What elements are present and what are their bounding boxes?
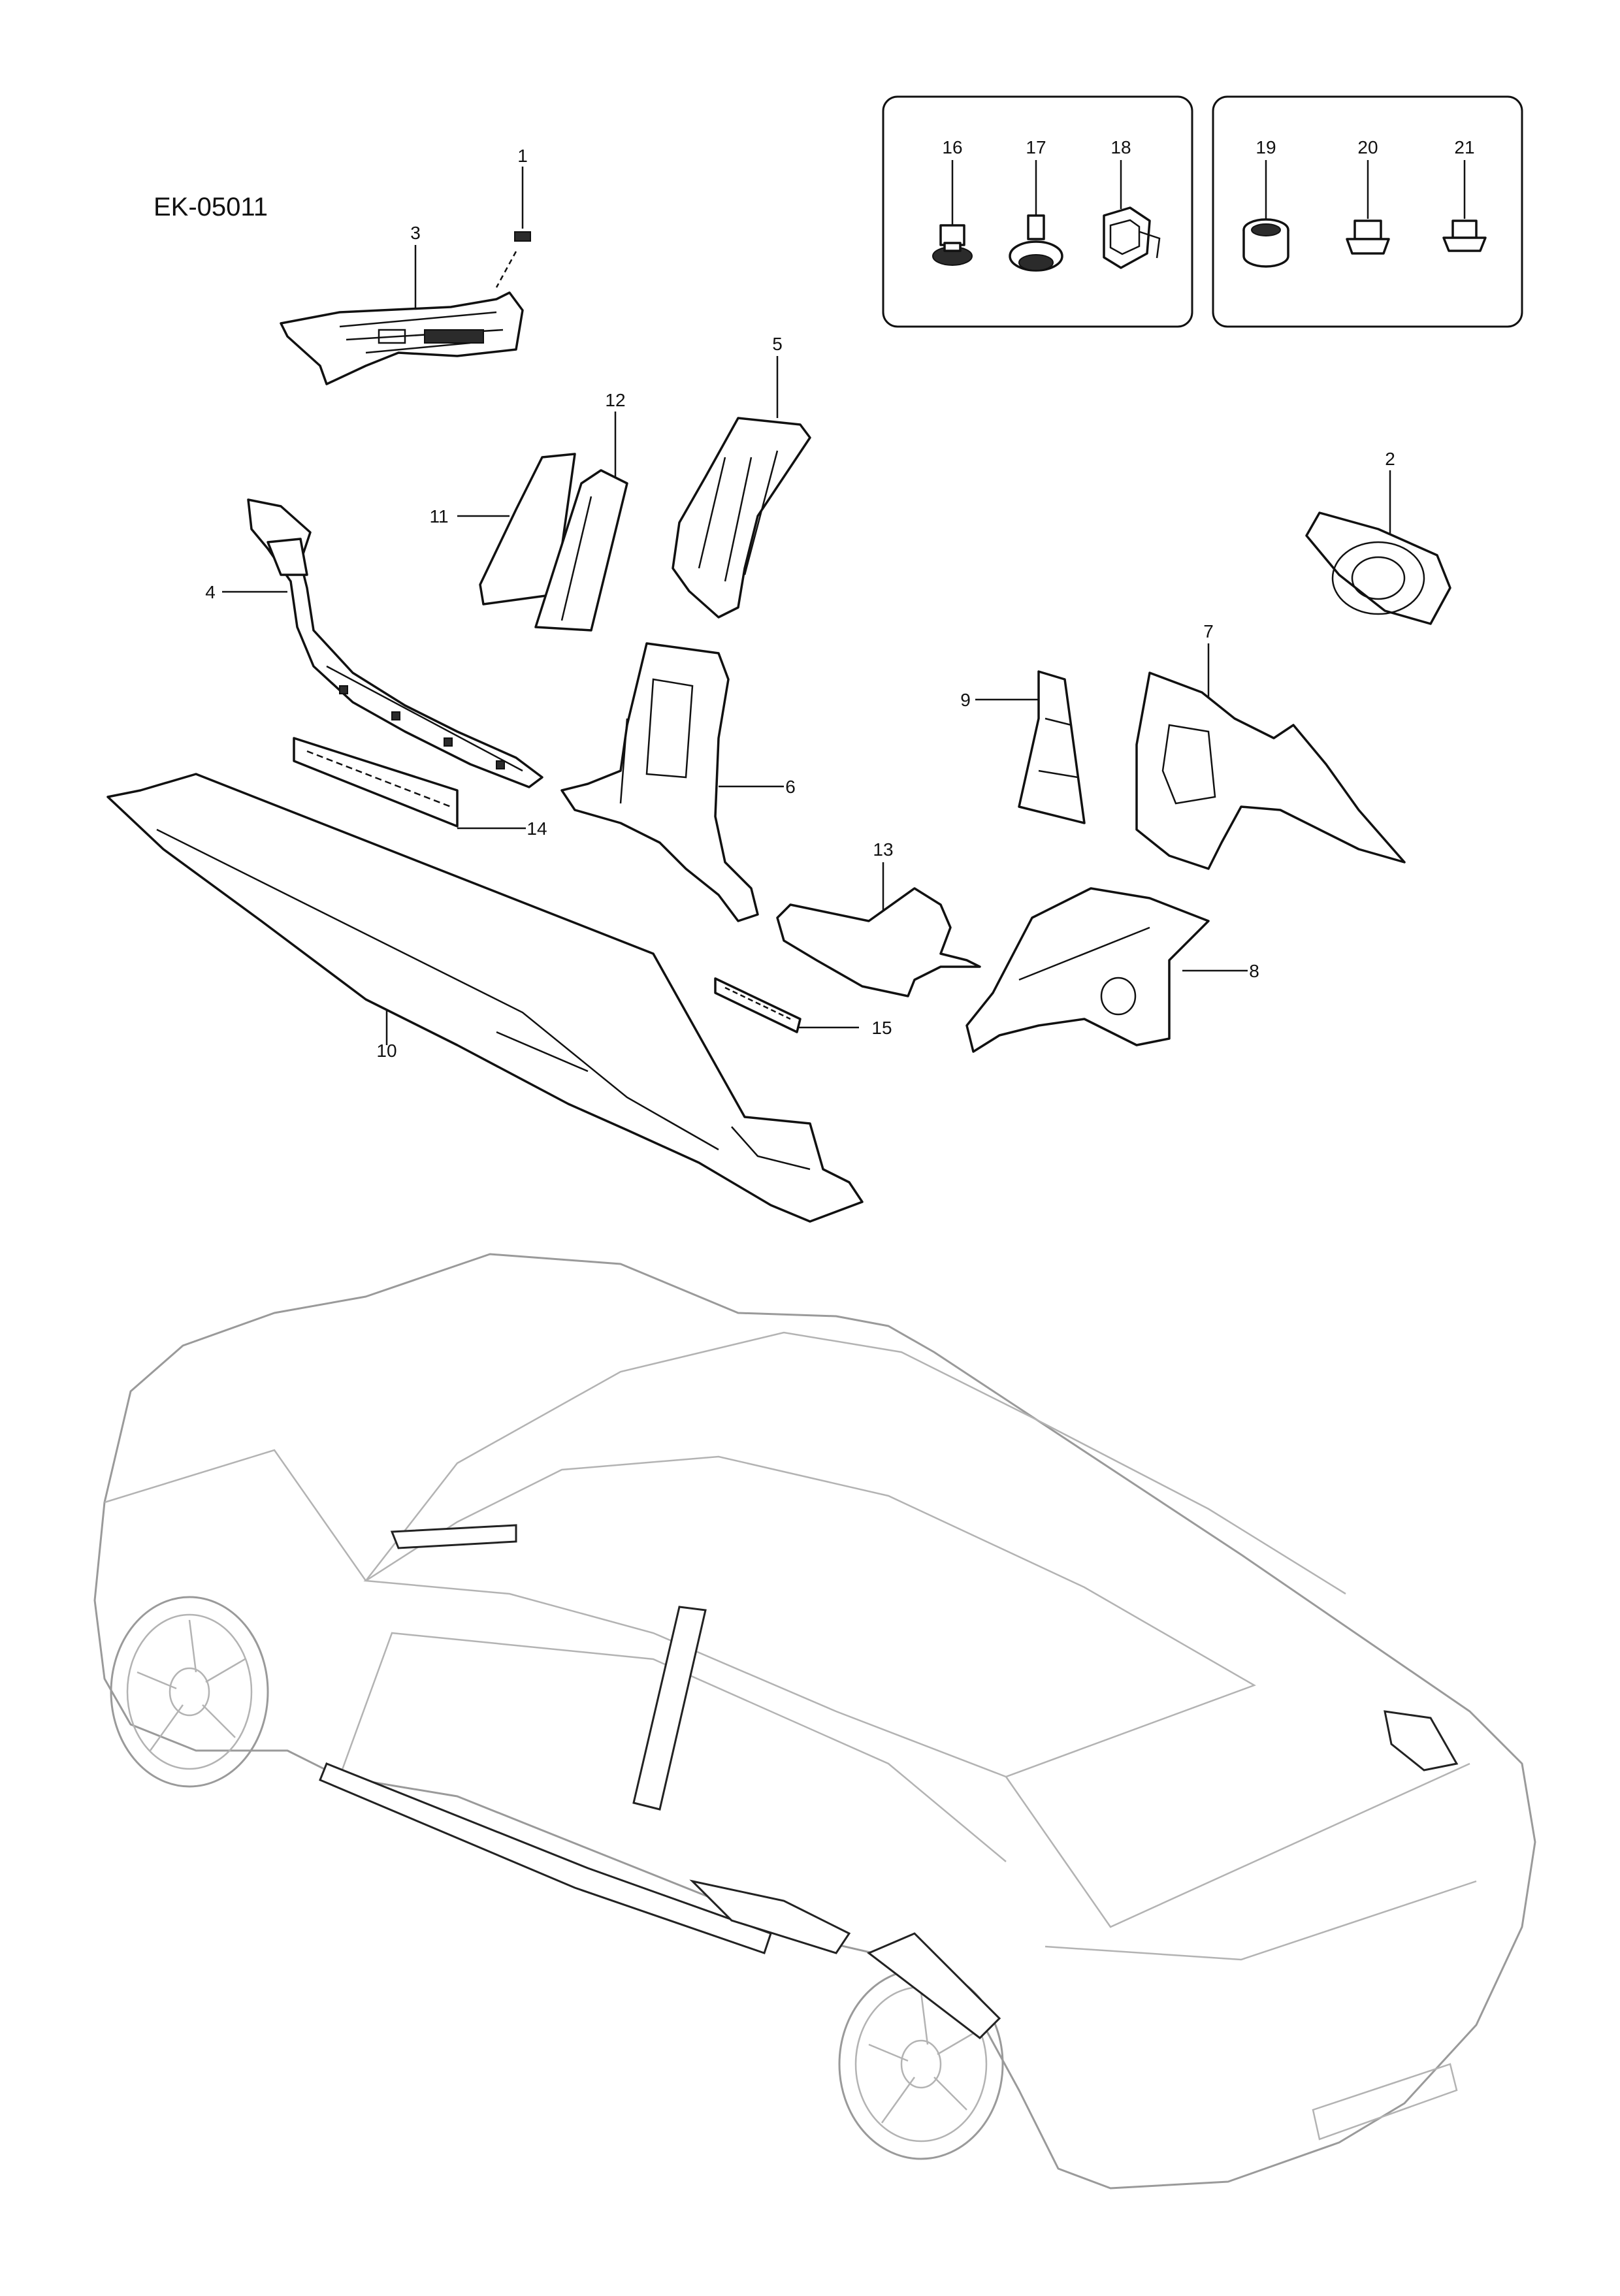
part-2-round-bezel (1305, 470, 1451, 625)
installed-lower-trim (689, 1879, 851, 1954)
part-3-a-pillar-upper-trim (280, 245, 524, 385)
part-15-lower-strip (714, 977, 859, 1033)
callout-labels: 1 2 3 4 5 6 7 8 9 10 11 12 13 14 15 16 1… (205, 137, 1474, 1061)
part-13-lower-trim-panel (776, 862, 981, 997)
part-6-b-pillar-lower-trim (560, 642, 784, 922)
part-10-side-sill-trim (106, 773, 864, 1223)
rear-bumper-grille (1312, 2063, 1458, 2141)
callout-3: 3 (410, 223, 421, 243)
part-12-b-pillar-trim (534, 412, 628, 632)
vehicle-rear-window (1005, 1762, 1470, 1928)
callout-21: 21 (1454, 137, 1474, 157)
callout-4: 4 (205, 582, 216, 602)
callout-13: 13 (873, 839, 893, 860)
part-20-retainer (1346, 160, 1390, 255)
callout-7: 7 (1203, 621, 1214, 641)
callout-6: 6 (785, 777, 796, 797)
callout-14: 14 (526, 818, 547, 839)
vehicle-door-line (338, 1632, 1007, 1862)
tail-light (1045, 1880, 1477, 1961)
part-5-b-pillar-upper-trim (672, 356, 811, 619)
callout-9: 9 (960, 690, 971, 710)
callout-11: 11 (429, 506, 448, 526)
vehicle-body-outline (93, 1253, 1536, 2190)
vehicle-roof-line (365, 1331, 1346, 1595)
callout-15: 15 (871, 1018, 892, 1038)
installed-b-pillar-trim (632, 1606, 707, 1811)
callout-20: 20 (1357, 137, 1378, 157)
callout-5: 5 (772, 334, 783, 354)
front-wheel (110, 1596, 269, 1788)
part-14-sill-strip (293, 737, 526, 830)
vehicle-hood-line (104, 1449, 367, 1581)
callout-2: 2 (1385, 449, 1395, 469)
callout-19: 19 (1256, 137, 1276, 157)
callout-16: 16 (942, 137, 962, 157)
installed-sill-trim (319, 1762, 772, 1954)
installed-a-pillar-trim (390, 1524, 517, 1549)
part-7-quarter-trim (1135, 643, 1406, 870)
part-18-bracket-clip (1103, 160, 1161, 269)
part-1-clip (495, 167, 531, 288)
callout-17: 17 (1026, 137, 1046, 157)
part-8-rear-lower-trim (965, 887, 1248, 1053)
part-17-screw-clip (1009, 160, 1063, 272)
installed-c-pillar-trim (867, 1932, 1001, 2039)
callout-12: 12 (605, 390, 625, 410)
part-16-push-clip (932, 160, 973, 266)
fastener-box-left (882, 95, 1193, 328)
part-11-b-pillar-trim (457, 453, 576, 606)
part-9-c-pillar-trim (975, 670, 1086, 824)
callout-8: 8 (1249, 961, 1259, 981)
callout-18: 18 (1110, 137, 1131, 157)
vehicle-locator-illustration (93, 1253, 1536, 2190)
callout-1: 1 (517, 146, 528, 166)
callout-10: 10 (376, 1041, 397, 1061)
part-21-retainer (1442, 160, 1487, 252)
part-4-kick-panel-strip (222, 498, 543, 788)
diagram-code: EK-05011 (154, 193, 268, 221)
vehicle-windshield (363, 1455, 1256, 1778)
installed-round-bezel (1384, 1710, 1459, 1771)
part-19-grommet (1242, 160, 1289, 268)
